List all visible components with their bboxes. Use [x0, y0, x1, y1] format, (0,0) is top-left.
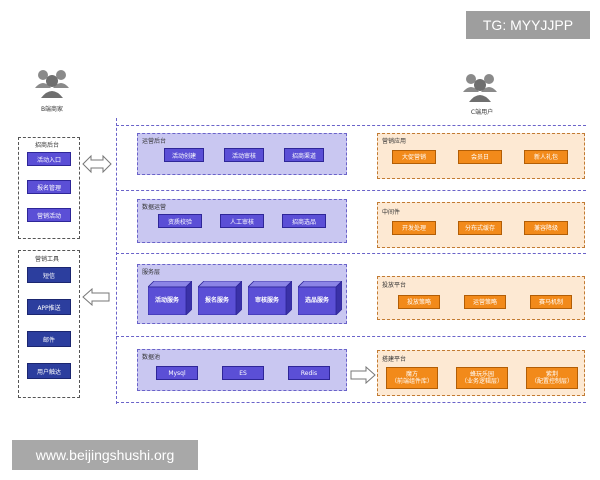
recruit-selection-node[interactable]: 招商选品 [282, 214, 326, 228]
mofang-desc: （前端组件库） [390, 378, 433, 385]
big-promo-node[interactable]: 大促营销 [392, 150, 436, 164]
marketing-tools-title: 营销工具 [35, 256, 60, 263]
horse-race-node[interactable]: 赛马机制 [530, 295, 572, 309]
data-pool-layer: 数据池 Mysql ES Redis [137, 349, 347, 391]
service-cube[interactable]: 报名服务 [198, 281, 242, 315]
marketing-activity-button[interactable]: 营销活动 [27, 208, 71, 222]
selection-service-label: 选品服务 [304, 297, 329, 304]
qualification-check-node[interactable]: 资质校验 [158, 214, 202, 228]
service-cube[interactable]: 活动服务 [148, 281, 192, 315]
zijing-name: 紫荆 [545, 371, 558, 378]
mofang-name: 魔方 [405, 371, 418, 378]
users-icon [34, 66, 70, 100]
distributed-cache-node[interactable]: 分布式缓存 [458, 221, 502, 235]
compat-degrade-node[interactable]: 兼容降级 [524, 221, 568, 235]
middleware-layer: 中间件 开发处理 分布式缓存 兼容降级 [377, 202, 585, 248]
data-pool-title: 数据池 [142, 354, 161, 361]
user-reach-button[interactable]: 用户触达 [27, 363, 71, 379]
recruit-backend-panel: 招商后台 活动入口 报名管理 营销活动 [18, 137, 80, 239]
watermark-bottom-left: www.beijingshushi.org [12, 440, 198, 470]
sms-button[interactable]: 短信 [27, 267, 71, 283]
mysql-node[interactable]: Mysql [156, 366, 198, 380]
bus-line [116, 253, 586, 254]
ops-strategy-node[interactable]: 运营策略 [464, 295, 506, 309]
delivery-platform-title: 投放平台 [382, 282, 407, 289]
bus-line [116, 190, 586, 191]
delivery-platform-layer: 投放平台 投放策略 运营策略 赛马机制 [377, 276, 585, 320]
service-cube[interactable]: 选品服务 [298, 281, 342, 315]
marketing-tools-panel: 营销工具 短信 APP推送 邮件 用户触达 [18, 250, 80, 398]
users-icon [462, 70, 498, 104]
redis-node[interactable]: Redis [288, 366, 330, 380]
double-arrow-icon [82, 154, 112, 174]
es-node[interactable]: ES [222, 366, 264, 380]
service-layer: 服务层 活动服务 报名服务 审核服务 选品服务 [137, 264, 347, 324]
zijing-desc: （配置控制层） [530, 378, 573, 385]
signup-service-label: 报名服务 [204, 297, 229, 304]
fengwan-name: 蜂玩乐园 [469, 371, 494, 378]
bus-line [116, 402, 586, 403]
ops-backend-title: 运营后台 [142, 138, 167, 145]
arrow-right-icon [350, 365, 376, 385]
manual-review-node[interactable]: 人工审核 [220, 214, 264, 228]
newcomer-gift-node[interactable]: 新人礼包 [524, 150, 568, 164]
bus-line [116, 118, 117, 404]
fengwan-desc: （业务逻辑层） [460, 378, 503, 385]
mofang-node[interactable]: 魔方 （前端组件库） [386, 367, 438, 389]
service-layer-title: 服务层 [142, 269, 161, 276]
signup-manage-button[interactable]: 报名管理 [27, 180, 71, 194]
fengwan-node[interactable]: 蜂玩乐园 （业务逻辑层） [456, 367, 508, 389]
activity-review-node[interactable]: 活动审核 [224, 148, 264, 162]
review-service-label: 审核服务 [254, 297, 279, 304]
data-ops-title: 数据运营 [142, 204, 167, 211]
app-push-button[interactable]: APP推送 [27, 299, 71, 315]
email-button[interactable]: 邮件 [27, 331, 71, 347]
build-platform-title: 搭建平台 [382, 356, 407, 363]
delivery-strategy-node[interactable]: 投放策略 [398, 295, 440, 309]
watermark-top-right: TG: MYYJJPP [466, 11, 590, 39]
activity-entry-button[interactable]: 活动入口 [27, 152, 71, 166]
arrow-left-icon [82, 287, 110, 307]
dev-process-node[interactable]: 开发处理 [392, 221, 436, 235]
member-day-node[interactable]: 会员日 [458, 150, 502, 164]
bus-line [116, 336, 586, 337]
b-user-label: B端商家 [40, 106, 64, 113]
recruit-backend-title: 招商后台 [35, 142, 60, 149]
c-user-label: C端用户 [470, 109, 494, 116]
activity-create-node[interactable]: 活动创建 [164, 148, 204, 162]
zijing-node[interactable]: 紫荆 （配置控制层） [526, 367, 578, 389]
activity-service-label: 活动服务 [154, 297, 179, 304]
service-cube[interactable]: 审核服务 [248, 281, 292, 315]
build-platform-layer: 搭建平台 魔方 （前端组件库） 蜂玩乐园 （业务逻辑层） 紫荆 （配置控制层） [377, 350, 585, 396]
middleware-title: 中间件 [382, 209, 401, 216]
bus-line [116, 125, 586, 126]
marketing-apps-layer: 营销应用 大促营销 会员日 新人礼包 [377, 133, 585, 179]
marketing-apps-title: 营销应用 [382, 138, 407, 145]
recruit-channel-node[interactable]: 招商渠道 [284, 148, 324, 162]
ops-backend-layer: 运营后台 活动创建 活动审核 招商渠道 [137, 133, 347, 175]
data-ops-layer: 数据运营 资质校验 人工审核 招商选品 [137, 199, 347, 243]
